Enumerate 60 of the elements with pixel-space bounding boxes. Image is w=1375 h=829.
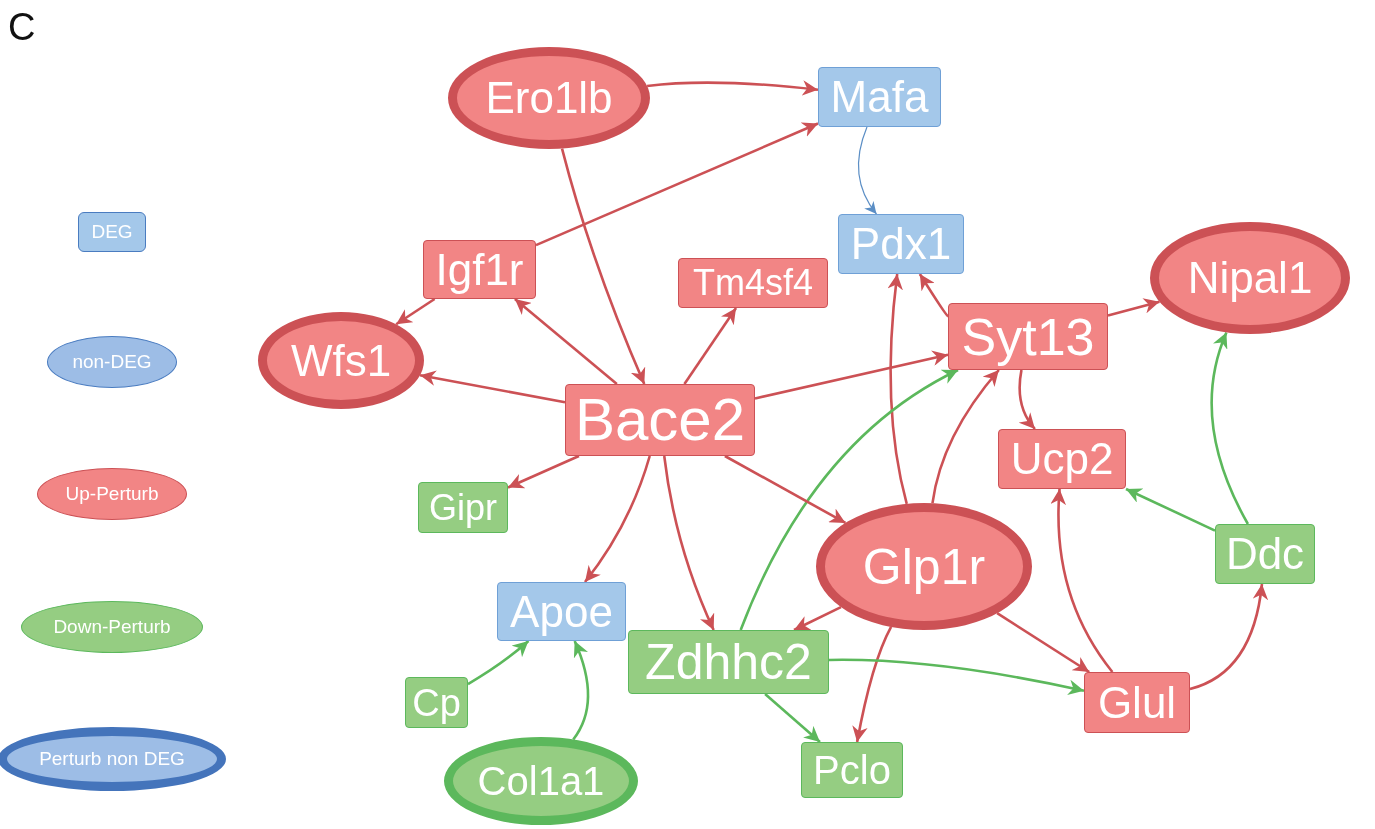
arrow <box>647 80 819 96</box>
gene-name: Glp1r <box>862 541 986 592</box>
gene-name: Apoe <box>510 589 613 634</box>
gene-box <box>565 384 755 456</box>
arrow <box>514 298 618 385</box>
arrow <box>419 370 566 404</box>
gene-name: Cp <box>412 683 461 722</box>
gene-box <box>678 258 828 308</box>
gene-name: Nipal1 <box>1187 256 1313 300</box>
gene-box <box>801 742 903 798</box>
arrow <box>467 640 530 686</box>
arrow <box>683 307 738 385</box>
legend-label: Up-Perturb <box>65 483 159 505</box>
gene-name: Gipr <box>429 489 497 526</box>
gene-box <box>838 214 964 274</box>
arrow <box>918 273 949 318</box>
gene-name: Glul <box>1097 680 1177 725</box>
gene-name: Ddc <box>1225 532 1305 576</box>
gene-name: Igf1r <box>435 247 524 292</box>
gene-name: Tm4sf4 <box>693 265 813 301</box>
gene-name: Pdx1 <box>850 222 952 266</box>
gene-name: Ucp2 <box>1010 437 1114 481</box>
arrow <box>754 350 949 400</box>
gene-name: Wfs1 <box>290 338 392 383</box>
gene-name: Col1a1 <box>477 761 605 801</box>
gene-name: Zdhhc2 <box>645 637 812 687</box>
arrow <box>583 455 651 583</box>
legend-label: non-DEG <box>72 351 152 373</box>
gene-name: Mafa <box>830 75 929 119</box>
arrow <box>887 273 908 505</box>
gene-name: Pclo <box>813 750 891 790</box>
arrow <box>1018 369 1036 430</box>
gene-box <box>1084 672 1190 733</box>
legend-label: DEG <box>91 221 133 243</box>
arrow <box>829 658 1085 696</box>
arrow <box>535 122 819 247</box>
gene-box <box>818 67 941 127</box>
arrow <box>739 368 959 631</box>
gene-box <box>423 240 536 299</box>
legend-label: Down-Perturb <box>53 616 171 638</box>
arrow <box>507 454 580 489</box>
gene-name: Bace2 <box>574 390 746 450</box>
gene-name: Ero1lb <box>485 76 613 120</box>
arrow <box>560 148 646 385</box>
arrow <box>1189 583 1268 691</box>
gene-box <box>948 303 1108 370</box>
arrow <box>931 369 1000 504</box>
arrow <box>1125 487 1216 532</box>
gene-box <box>405 677 468 728</box>
gene-box <box>1215 524 1315 584</box>
gene-box <box>497 582 626 641</box>
gene-box <box>418 482 508 533</box>
gene-box <box>628 630 829 694</box>
panel-letter: C <box>8 6 36 49</box>
arrow <box>857 126 878 215</box>
arrow <box>1050 488 1114 673</box>
arrow <box>662 455 715 631</box>
gene-box <box>998 429 1126 489</box>
legend-label: Perturb non DEG <box>39 748 185 770</box>
arrow <box>764 693 821 743</box>
